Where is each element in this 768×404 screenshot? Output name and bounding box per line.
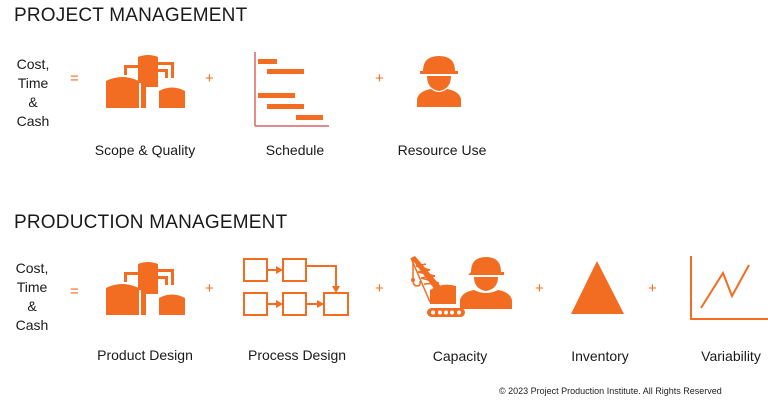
production-management-heading: PRODUCTION MANAGEMENT [14,212,288,233]
line-chart-icon [690,256,768,320]
equals-sign: = [70,283,79,300]
lhs-and: & [28,94,38,110]
term-label-scope-quality: Scope & Quality [94,142,196,158]
term-label-process-design: Process Design [247,347,347,363]
lhs-time: Time [16,279,48,295]
plus-sign: + [648,280,657,297]
gantt-chart-icon [254,52,329,127]
term-label-inventory: Inventory [571,348,629,364]
plus-sign: + [375,70,384,87]
process-flow-icon [243,258,349,316]
worker-hardhat-icon [417,56,461,107]
crane-and-worker-icon [410,256,512,317]
lhs-cash: Cash [15,317,49,333]
plus-sign: + [535,280,544,297]
storage-tanks-icon [106,55,185,108]
lhs-and: & [27,298,37,314]
lhs-cash: Cash [16,113,50,129]
term-label-product-design: Product Design [97,347,193,363]
lhs-cost: Cost, [15,260,49,276]
term-label-variability: Variability [701,348,761,364]
storage-tanks-icon [106,262,185,315]
project-management-heading: PROJECT MANAGEMENT [14,5,248,26]
equals-sign: = [70,70,79,87]
copyright-notice: © 2023 Project Production Institute. All… [499,386,722,396]
project-lhs-label: Cost, Time & Cash [10,55,56,131]
lhs-time: Time [17,75,49,91]
triangle-icon [571,261,624,314]
production-lhs-label: Cost, Time & Cash [9,259,55,335]
lhs-cost: Cost, [16,56,50,72]
plus-sign: + [205,70,214,87]
plus-sign: + [205,280,214,297]
term-label-resource-use: Resource Use [397,142,487,158]
term-label-schedule: Schedule [265,142,325,158]
plus-sign: + [375,280,384,297]
term-label-capacity: Capacity [432,348,488,364]
